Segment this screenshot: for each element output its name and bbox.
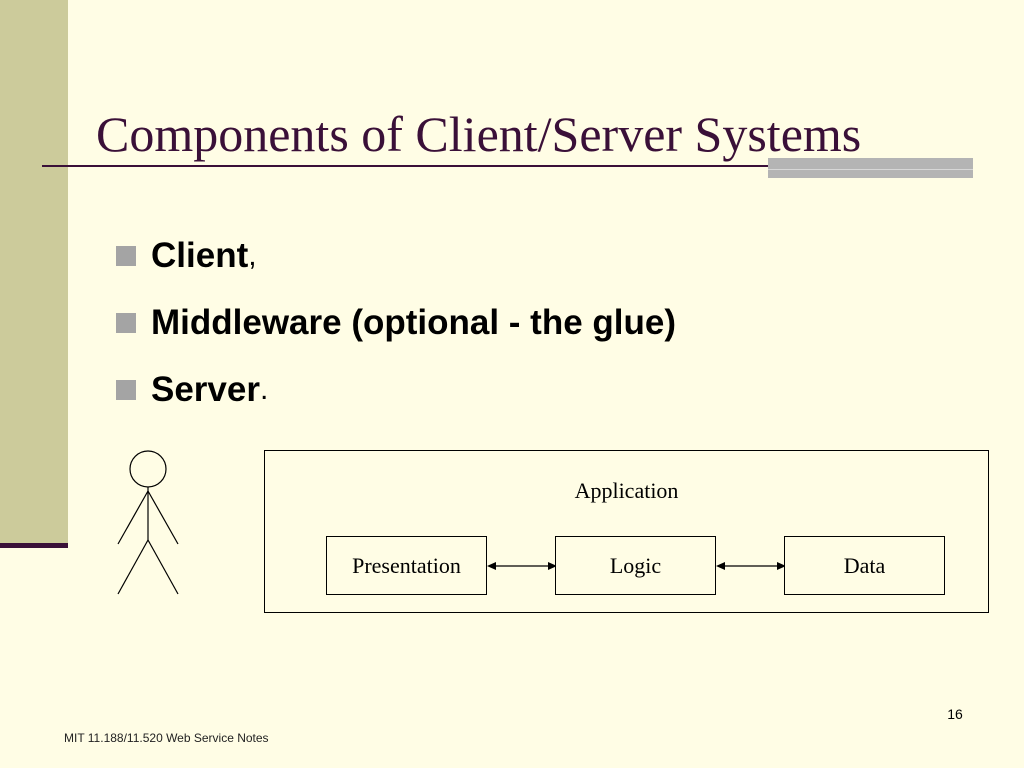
data-label: Data — [843, 552, 886, 578]
stick-figure-arm-right — [147, 490, 179, 545]
stick-figure-head — [129, 450, 167, 488]
stick-figure-user-icon — [117, 450, 179, 595]
application-container: Application Presentation Logic Data — [264, 450, 989, 613]
bidirectional-arrow-icon — [487, 562, 557, 570]
left-decorative-bar — [0, 0, 68, 545]
stick-figure-leg-left — [117, 539, 149, 595]
bullet-text: Middleware (optional - the glue) — [151, 302, 676, 342]
square-bullet-icon — [116, 245, 136, 266]
title-accent-highlight — [768, 169, 973, 170]
data-component: Data — [784, 536, 945, 595]
page-number: 16 — [947, 706, 963, 722]
square-bullet-icon — [116, 312, 136, 333]
bullet-punctuation: . — [259, 372, 269, 406]
bullet-item-server: Server. — [116, 356, 676, 423]
bullet-punctuation: , — [248, 238, 257, 272]
slide-footer: MIT 11.188/11.520 Web Service Notes — [64, 731, 269, 745]
title-accent-bar — [768, 158, 973, 178]
logic-component: Logic — [555, 536, 716, 595]
square-bullet-icon — [116, 379, 136, 400]
presentation-component: Presentation — [326, 536, 487, 595]
presentation-label: Presentation — [352, 552, 461, 578]
stick-figure-leg-right — [147, 539, 179, 595]
bullet-text: Server — [151, 369, 260, 409]
slide-title: Components of Client/Server Systems — [96, 106, 862, 162]
bidirectional-arrow-icon — [716, 562, 786, 570]
bullet-list: Client, Middleware (optional - the glue)… — [116, 222, 676, 423]
application-label: Application — [574, 478, 679, 503]
stick-figure-arm-left — [117, 490, 149, 545]
logic-label: Logic — [609, 552, 662, 578]
bullet-text: Client — [151, 235, 249, 275]
bullet-item-middleware: Middleware (optional - the glue) — [116, 289, 676, 356]
left-bar-rule — [0, 543, 68, 548]
bullet-item-client: Client, — [116, 222, 676, 289]
title-underline — [42, 165, 972, 167]
